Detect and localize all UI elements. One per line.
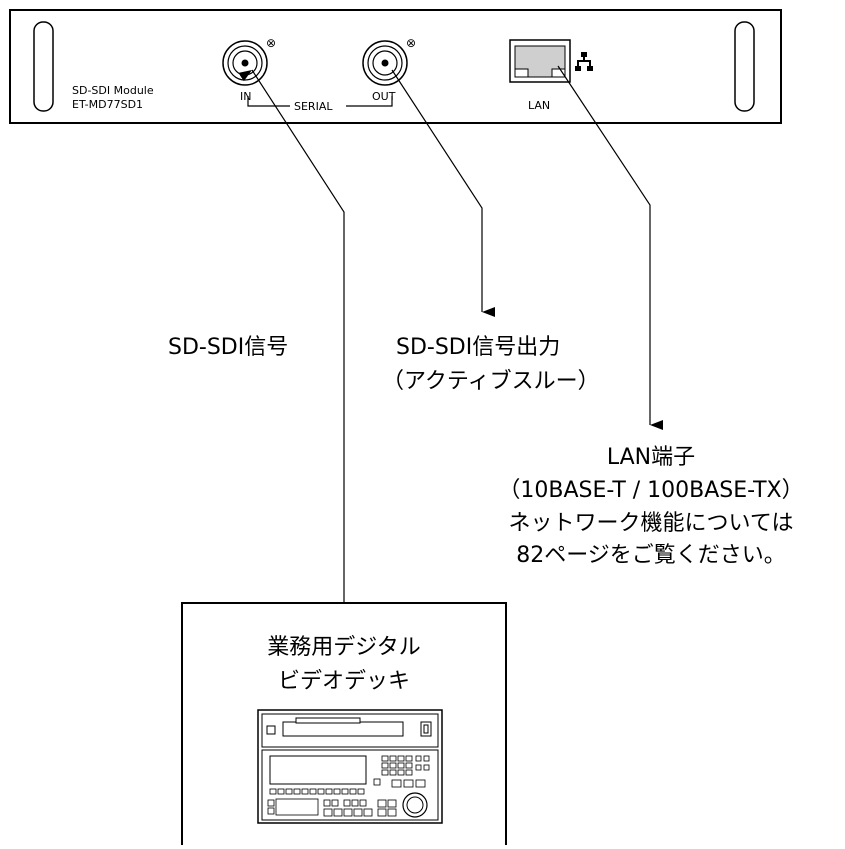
video-deck-illustration xyxy=(257,709,443,824)
module-model-label: ET-MD77SD1 xyxy=(72,98,143,111)
network-icon xyxy=(575,52,593,71)
lan-label: LAN xyxy=(528,99,550,112)
lan-callout-page-ref: 82ページをご覧ください。 xyxy=(516,543,786,568)
module-panel: SD-SDI Module ET-MD77SD1 ⊗ ⊗ IN OUT SERI… xyxy=(9,9,782,124)
sdi-output-line xyxy=(391,69,495,317)
deck-title-line1: 業務用デジタル xyxy=(267,635,421,660)
in-label: IN xyxy=(240,90,251,103)
lan-port xyxy=(509,39,571,83)
video-deck-box: 業務用デジタル ビデオデッキ xyxy=(181,602,507,845)
sdi-out-bnc-connector xyxy=(362,40,408,86)
deck-title-line2: ビデオデッキ xyxy=(278,669,410,694)
left-handle-slot xyxy=(33,21,54,112)
module-name-label: SD-SDI Module xyxy=(72,84,154,97)
sdi-in-lock-icon: ⊗ xyxy=(266,36,276,50)
right-handle-slot xyxy=(734,21,755,112)
lan-callout-title: LAN端子 xyxy=(607,445,695,470)
sdi-input-cable xyxy=(238,69,345,603)
sdi-input-callout: SD-SDI信号 xyxy=(168,335,288,360)
out-label: OUT xyxy=(372,90,396,103)
sdi-output-callout-subtitle: （アクティブスルー） xyxy=(382,369,600,394)
sdi-out-lock-icon: ⊗ xyxy=(406,36,416,50)
lan-callout-spec: （10BASE-T / 100BASE-TX） xyxy=(498,478,803,503)
lan-callout-note: ネットワーク機能については xyxy=(509,511,794,536)
sdi-in-bnc-connector xyxy=(222,40,268,86)
serial-label: SERIAL xyxy=(294,100,333,113)
sdi-output-callout-title: SD-SDI信号出力 xyxy=(396,335,560,360)
lan-line xyxy=(557,65,663,430)
